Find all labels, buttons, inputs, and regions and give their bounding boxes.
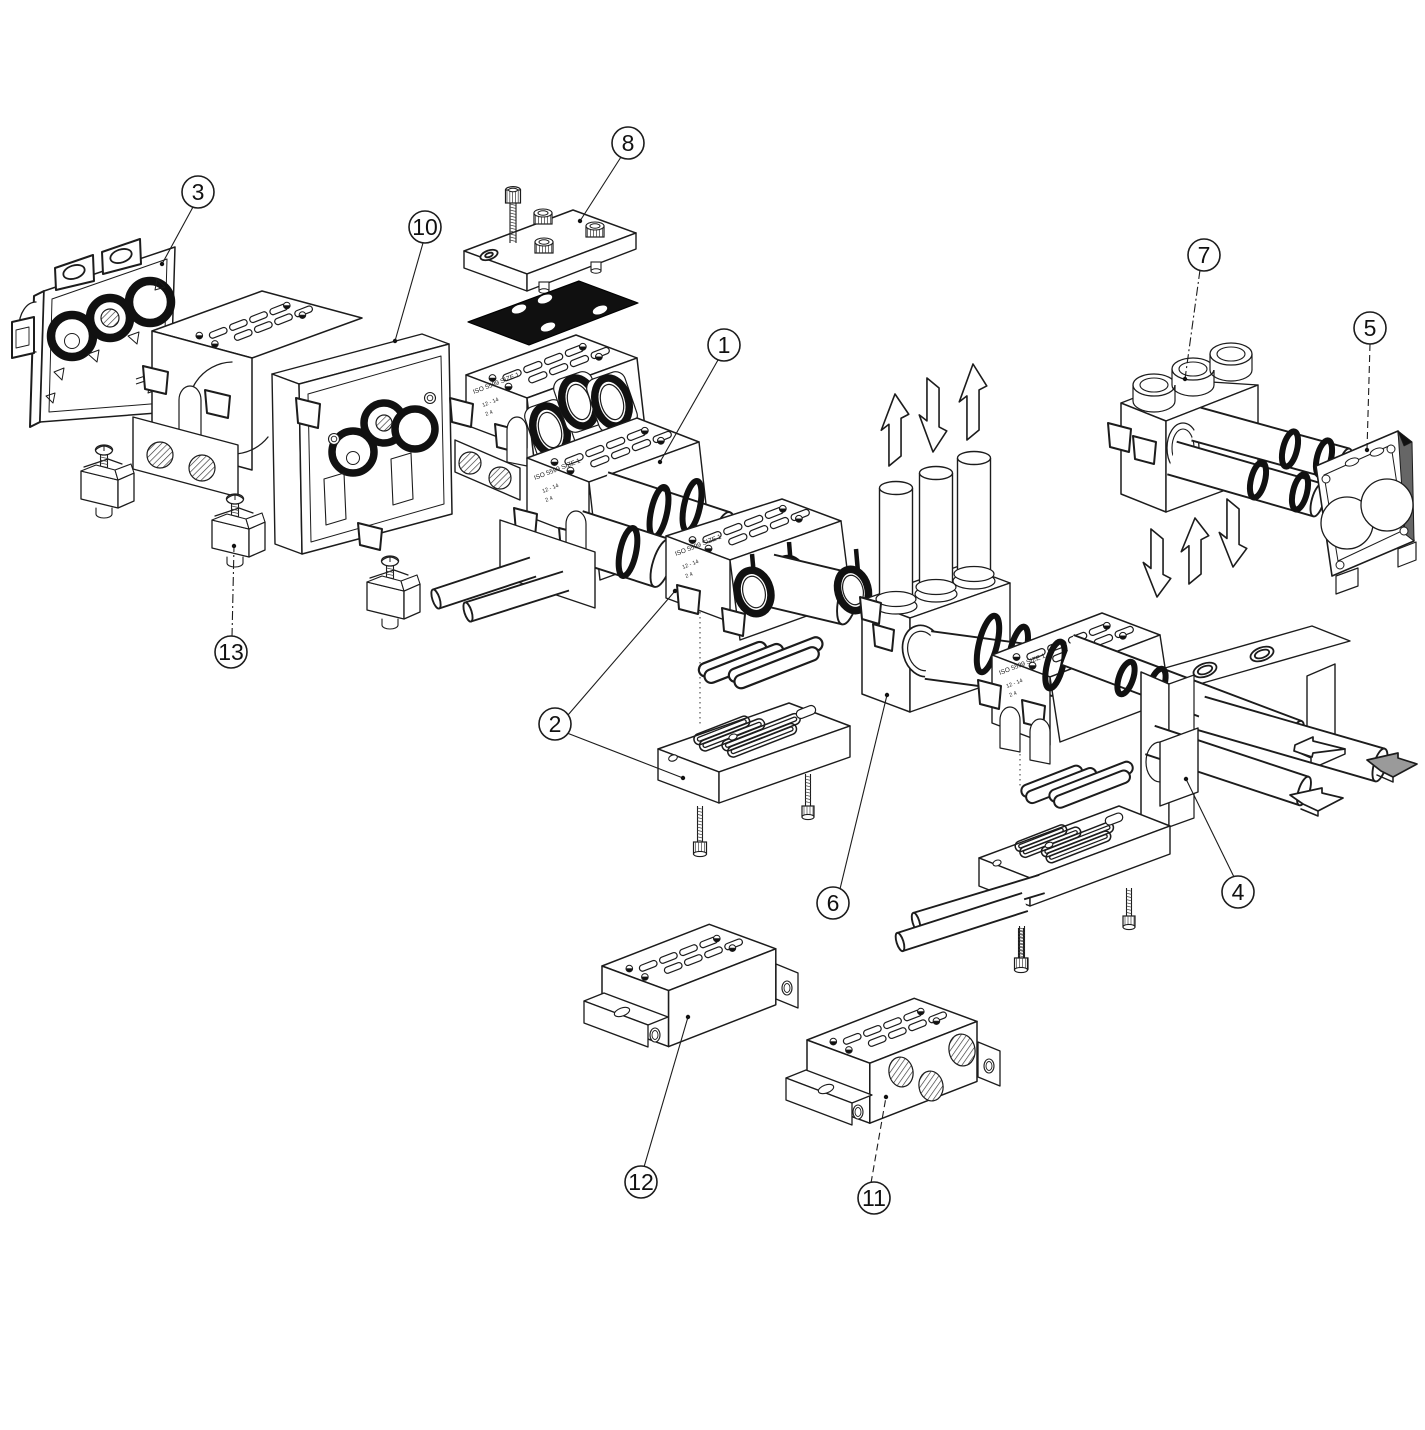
svg-text:12 - 14: 12 - 14 [1006,678,1024,690]
svg-text:12 - 14: 12 - 14 [542,483,560,495]
svg-text:8: 8 [622,130,635,156]
svg-text:1: 1 [718,332,731,358]
svg-text:3: 3 [192,179,205,205]
svg-text:10: 10 [412,214,438,240]
svg-text:6: 6 [827,890,840,916]
svg-text:7: 7 [1198,242,1211,268]
svg-text:12: 12 [628,1169,654,1195]
svg-text:4: 4 [1232,879,1245,905]
svg-text:2 4: 2 4 [685,571,694,579]
svg-text:12 - 14: 12 - 14 [682,559,700,571]
svg-text:12 - 14: 12 - 14 [482,397,500,409]
svg-text:5: 5 [1364,315,1377,341]
svg-text:2: 2 [549,711,562,737]
svg-text:11: 11 [862,1185,886,1211]
svg-text:13: 13 [218,639,244,665]
svg-text:2 4: 2 4 [485,409,494,417]
svg-text:2 4: 2 4 [1009,690,1018,698]
svg-text:2 4: 2 4 [545,495,554,503]
